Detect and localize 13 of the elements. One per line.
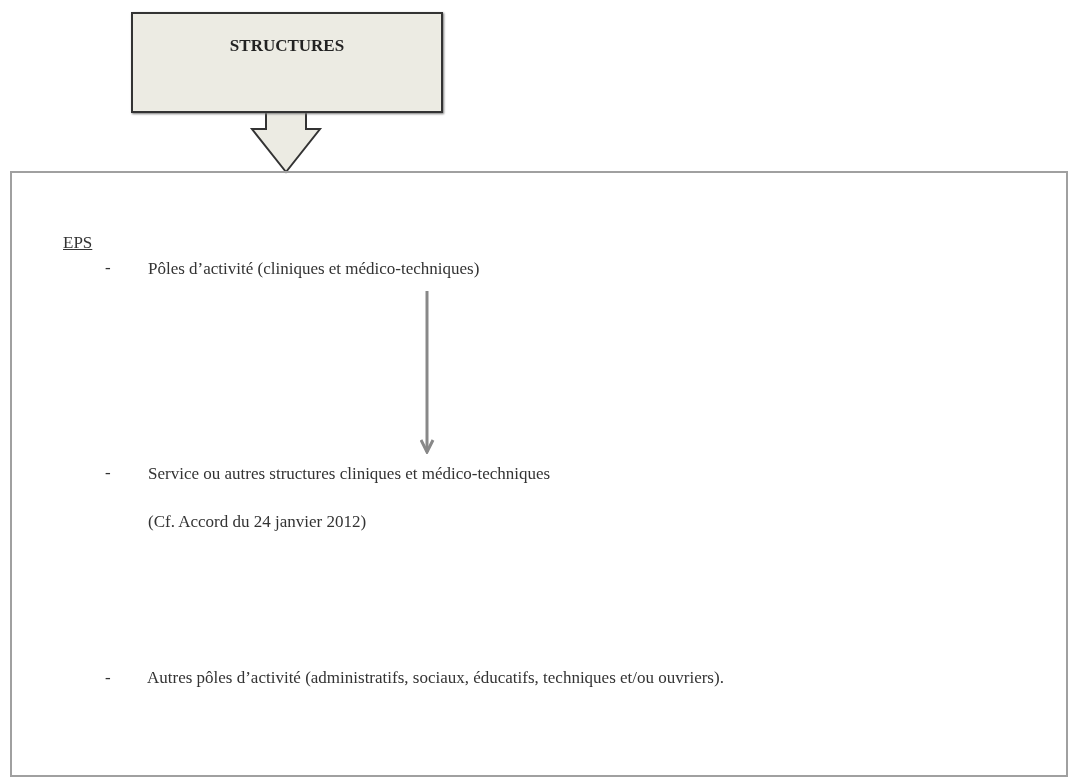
note-text: (Cf. Accord du 24 janvier 2012) [148,512,367,532]
arrow [419,291,435,454]
bullet-dash: - [105,463,111,483]
callout-box [131,12,443,113]
list-item-text: Pôles d’activité (cliniques et médico-techniques) [148,259,480,279]
callout-title: STRUCTURES [228,36,346,56]
content-panel [10,171,1068,777]
list-item-text: Service ou autres structures cliniques et médico-techniques [148,464,551,484]
bullet-dash: - [105,258,111,278]
list-item-text: Autres pôles d’activité (administratifs, sociaux, éducatifs, techniques et/ou ouvriers). [147,668,724,688]
block-arrow [249,110,323,174]
bullet-dash: - [105,668,111,688]
section-heading: EPS [63,233,93,253]
